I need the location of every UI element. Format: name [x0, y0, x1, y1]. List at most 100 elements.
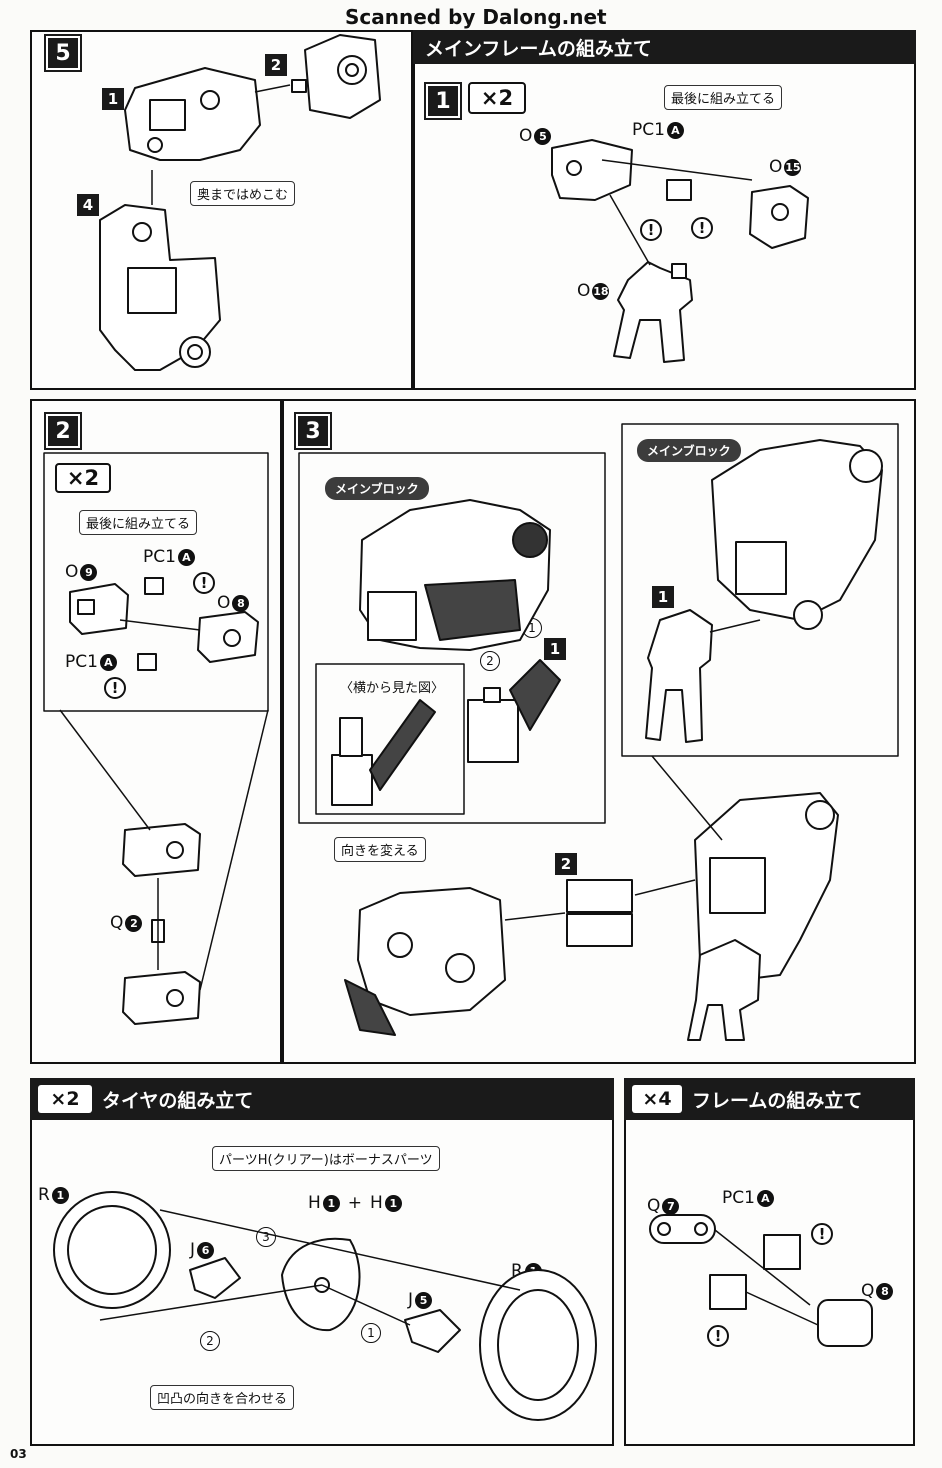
part-number: 5 [534, 127, 552, 145]
tire-multiplier: ×2 [38, 1085, 92, 1113]
part-number: 1 [322, 1194, 340, 1212]
part-letter: J [408, 1290, 414, 1310]
part-number: 6 [197, 1241, 215, 1259]
part-letter: PC1 [143, 547, 176, 567]
warning-icon: ! [811, 1223, 833, 1245]
main-frame-assemble-last-note: 最後に組み立てる [664, 85, 783, 110]
part-letter: O [519, 126, 533, 146]
part-label-pc1a: PC1 A [722, 1188, 774, 1208]
assembly-arrow [745, 1291, 819, 1326]
main-block-label: メインブロック [325, 477, 429, 500]
pc1-part-illustration [137, 653, 157, 671]
step2-subassembly-box [43, 452, 269, 712]
part-number: 2 [125, 914, 143, 932]
frame-part-o18-illustration [613, 261, 693, 363]
part-label-q7: Q 7 [647, 1196, 680, 1216]
order-1: 1 [361, 1323, 381, 1343]
part-number: 8 [232, 594, 250, 612]
part-letter: H [370, 1193, 383, 1213]
part-number: 7 [662, 1197, 680, 1215]
main-frame-multiplier: ×2 [468, 82, 526, 114]
part-number: 9 [80, 563, 98, 581]
part-label-pc1a: PC1 A [632, 120, 684, 140]
main-block-right-illustration [711, 439, 883, 630]
tire-header: ×2 タイヤの組み立て [30, 1078, 614, 1120]
part-letter: R [511, 1261, 523, 1281]
assembly-arrow [254, 84, 291, 93]
assembly-arrow [504, 912, 566, 921]
cap-part-q8-illustration [817, 1299, 873, 1347]
block-assembly-top-illustration [122, 823, 201, 877]
part-label-q2: Q 2 [110, 913, 143, 933]
tire-title: タイヤの組み立て [102, 1089, 254, 1112]
part-letter: R [38, 1185, 50, 1205]
full-frame-assembly-illustration [687, 792, 839, 1041]
side-view-box [315, 663, 465, 815]
part-letter: H [308, 1193, 321, 1213]
part-number: A [756, 1189, 774, 1207]
main-frame-step-number: 1 [424, 82, 462, 120]
guide-line [199, 709, 269, 991]
part-label-o8: O 8 [217, 593, 250, 613]
part-letter: Q [647, 1196, 661, 1216]
part-letter: Q [110, 913, 124, 933]
step3-number: 3 [294, 412, 332, 450]
step2-assemble-last-note: 最後に組み立てる [79, 510, 198, 535]
assembly-arrow [601, 159, 753, 181]
order-2: 2 [200, 1331, 220, 1351]
part-number: 18 [592, 282, 610, 300]
part-number: 15 [784, 158, 802, 176]
h-parts: H 1 + H 1 [308, 1193, 402, 1213]
order-2: 2 [480, 651, 500, 671]
part-label-o9: O 9 [65, 562, 98, 582]
guide-line [59, 709, 151, 831]
part-letter: PC1 [722, 1188, 755, 1208]
frame-header: ×4 フレームの組み立て [624, 1078, 915, 1120]
part-number: A [177, 548, 195, 566]
step3-left-box [298, 452, 606, 824]
step3-sub1: 1 [544, 638, 566, 660]
part-letter: Q [861, 1281, 875, 1301]
warning-icon: ! [640, 219, 662, 241]
step3-sub2: 2 [555, 853, 577, 875]
part-label-pc1a-2: PC1 A [65, 652, 117, 672]
guide-line [651, 755, 723, 841]
frame-multiplier: ×4 [632, 1085, 682, 1113]
main-block-illustration [359, 499, 551, 651]
side-view-illustration [331, 699, 436, 806]
part-letter: PC1 [65, 652, 98, 672]
assembly-arrow [634, 879, 696, 896]
part-letter: J [190, 1240, 196, 1260]
joint-part-illustration [291, 34, 381, 119]
frame-part-o15-illustration [749, 185, 809, 249]
part-letter: O [577, 281, 591, 301]
part-letter: PC1 [632, 120, 665, 140]
warning-icon: ! [707, 1325, 729, 1347]
step5-number: 5 [44, 34, 82, 72]
part-label-q8: Q 8 [861, 1281, 894, 1301]
part-letter: O [65, 562, 79, 582]
stacked-blocks-illustration [566, 879, 633, 947]
step2-number: 2 [44, 412, 82, 450]
connector-part-j5-illustration [404, 1309, 461, 1353]
leg-part-illustration [645, 609, 713, 743]
assembly-arrow [709, 619, 761, 633]
part-label-o15: O 15 [769, 157, 802, 177]
part-label-j6: J 6 [190, 1240, 215, 1260]
warning-icon: ! [193, 572, 215, 594]
frame-part-o5-illustration [551, 139, 633, 201]
step3-sub1: 1 [652, 586, 674, 608]
block-part-o9-illustration [69, 583, 129, 635]
step3-right-box [621, 423, 899, 757]
part-number: 1 [51, 1186, 69, 1204]
step5-sub4: 4 [77, 194, 99, 216]
main-frame-header: メインフレームの組み立て [413, 30, 916, 64]
link-part-q7-illustration [649, 1214, 716, 1244]
warning-icon: ! [104, 677, 126, 699]
part-label-pc1a: PC1 A [143, 547, 195, 567]
frame-title: フレームの組み立て [692, 1089, 863, 1112]
part-label-o18: O 18 [577, 281, 610, 301]
plus-sign: + [347, 1193, 363, 1213]
page-number: 03 [10, 1447, 27, 1461]
